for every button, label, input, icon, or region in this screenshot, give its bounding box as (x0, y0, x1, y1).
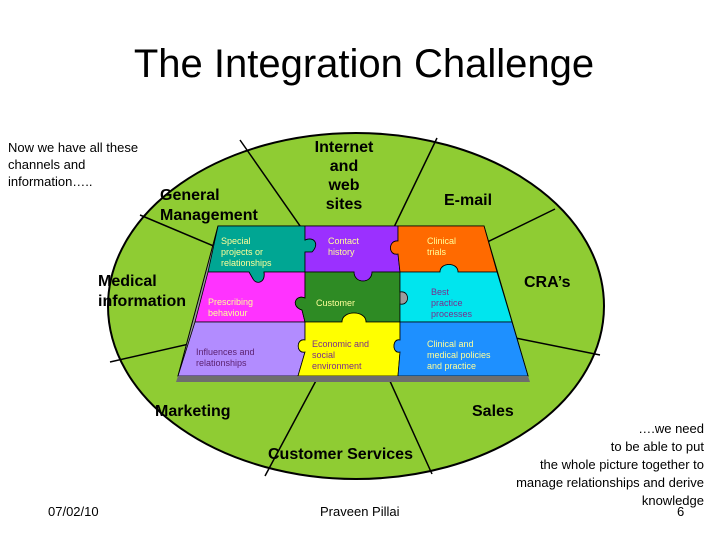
segment-label-line: web (328, 177, 360, 194)
piece-label-line: Customer (316, 298, 356, 308)
footer-author: Praveen Pillai (320, 504, 400, 519)
piece-label-line: Economic and (312, 339, 370, 349)
piece-label-line: Prescribing (208, 297, 254, 307)
piece-label-line: relationships (196, 358, 247, 368)
segment-label-line: Internet (314, 139, 374, 156)
segment-medical-label: Medical information (98, 272, 186, 312)
segment-general-management-label: General Management (160, 186, 258, 226)
puzzle-board-edge (176, 376, 530, 382)
left-note-line: Now we have all these (8, 140, 139, 155)
piece-label-clinical-trials: Clinical trials (427, 236, 456, 258)
segment-label-line: General (160, 187, 220, 204)
piece-label-economic: Economic and social environment (312, 339, 369, 372)
piece-label-line: Contact (328, 236, 360, 246)
piece-label-line: history (328, 247, 355, 257)
left-note-line: information….. (8, 174, 93, 189)
piece-label-line: Influences and (196, 347, 255, 357)
piece-label-line: social (312, 350, 336, 360)
segment-label-line: information (98, 293, 186, 310)
piece-label-best-practice: Best practice processes (431, 287, 472, 320)
piece-label-influences: Influences and relationships (196, 347, 255, 369)
piece-label-line: Special (221, 236, 251, 246)
piece-label-line: behaviour (208, 308, 248, 318)
right-note-line: ….we need (638, 421, 704, 436)
left-note: Now we have all these channels and infor… (8, 139, 138, 190)
piece-label-prescribing: Prescribing behaviour (208, 297, 253, 319)
segment-internet-label: Internet and web sites (302, 138, 386, 214)
segment-sales-label: Sales (472, 403, 514, 420)
right-note-line: knowledge (641, 493, 704, 508)
left-note-line: channels and (8, 157, 86, 172)
footer-date: 07/02/10 (48, 504, 99, 519)
piece-label-line: relationships (221, 258, 272, 268)
piece-label-line: Best (431, 287, 450, 297)
segment-cras-label: CRA’s (524, 274, 571, 291)
piece-label-line: Clinical (427, 236, 457, 246)
segment-label-line: and (329, 158, 359, 175)
piece-label-line: processes (431, 309, 473, 319)
piece-label-clinical-medical: Clinical and medical policies and practi… (427, 339, 491, 372)
piece-label-line: Clinical and (427, 339, 474, 349)
piece-label-contact-history: Contact history (328, 236, 359, 258)
footer-page-number: 6 (677, 504, 685, 519)
segment-label-line: Medical (98, 273, 157, 290)
piece-label-line: medical policies (427, 350, 491, 360)
slide-title: The Integration Challenge (133, 42, 595, 86)
right-note-line: manage relationships and derive (516, 475, 704, 490)
right-note: ….we need to be able to put the whole pi… (516, 420, 704, 510)
piece-label-line: and practice (427, 361, 477, 371)
segment-marketing-label: Marketing (155, 403, 231, 420)
piece-label-customer: Customer (316, 298, 355, 309)
piece-label-line: projects or (221, 247, 264, 257)
segment-customer-services-label: Customer Services (268, 446, 413, 463)
segment-label-line: sites (325, 196, 363, 213)
piece-label-line: trials (427, 247, 447, 257)
segment-email-label: E-mail (444, 192, 493, 209)
segment-label-line: Management (160, 207, 258, 224)
piece-label-line: environment (312, 361, 362, 371)
right-note-line: to be able to put (610, 439, 704, 454)
piece-label-special-projects: Special projects or relationships (221, 236, 272, 269)
right-note-line: the whole picture together to (539, 457, 704, 472)
piece-label-line: practice (431, 298, 463, 308)
